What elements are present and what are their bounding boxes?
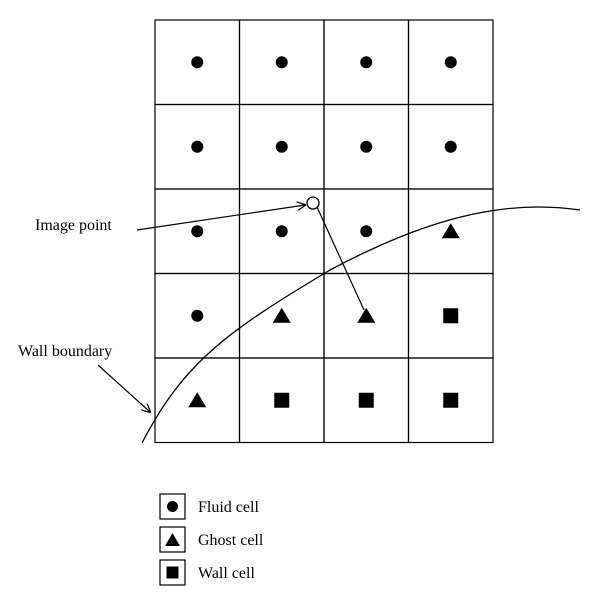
fluid-cell-marker xyxy=(191,56,204,69)
legend-label-fluid: Fluid cell xyxy=(198,499,259,516)
grid-cell xyxy=(407,357,494,444)
legend-box xyxy=(159,559,186,586)
fluid-cell-icon xyxy=(167,501,178,512)
image-point-arrow xyxy=(136,205,305,231)
legend-item-ghost: Ghost cell xyxy=(159,526,264,553)
ghost-cell-marker xyxy=(357,307,376,323)
wall-boundary-curve xyxy=(141,206,581,444)
image-point-marker xyxy=(306,196,320,210)
wall-cell-marker xyxy=(443,308,459,324)
legend-item-fluid: Fluid cell xyxy=(159,493,259,520)
legend-label-wall: Wall cell xyxy=(198,565,255,582)
legend-box xyxy=(159,526,186,553)
fluid-cell-marker xyxy=(360,225,373,238)
legend-box xyxy=(159,493,186,520)
fluid-cell-marker xyxy=(191,225,204,238)
ghost-cell-marker xyxy=(272,307,291,323)
fluid-cell-marker xyxy=(360,140,373,153)
fluid-cell-marker xyxy=(191,140,204,153)
fluid-cell-marker xyxy=(275,56,288,69)
legend-label-ghost: Ghost cell xyxy=(198,532,264,549)
ghost-cell-marker xyxy=(188,392,207,408)
ghost-cell-icon xyxy=(165,533,180,546)
image-point-label: Image point xyxy=(35,217,112,234)
wall-boundary-label: Wall boundary xyxy=(18,343,112,360)
fluid-cell-marker xyxy=(444,140,457,153)
cell-grid xyxy=(154,19,494,444)
fluid-cell-marker xyxy=(275,140,288,153)
ghost-cell-marker xyxy=(441,223,460,239)
wall-boundary-arrow xyxy=(97,364,150,412)
fluid-cell-marker xyxy=(191,309,204,322)
ghost-to-image-line xyxy=(316,206,365,311)
wall-cell-marker xyxy=(358,392,374,408)
fluid-cell-marker xyxy=(360,56,373,69)
legend-item-wall: Wall cell xyxy=(159,559,255,586)
wall-cell-marker xyxy=(443,392,459,408)
legend: Fluid cell Ghost cell Wall cell xyxy=(159,493,264,586)
fluid-cell-marker xyxy=(275,225,288,238)
wall-cell-marker xyxy=(274,392,290,408)
wall-cell-icon xyxy=(166,566,179,579)
cell-symbols xyxy=(188,56,460,408)
fluid-cell-marker xyxy=(444,56,457,69)
